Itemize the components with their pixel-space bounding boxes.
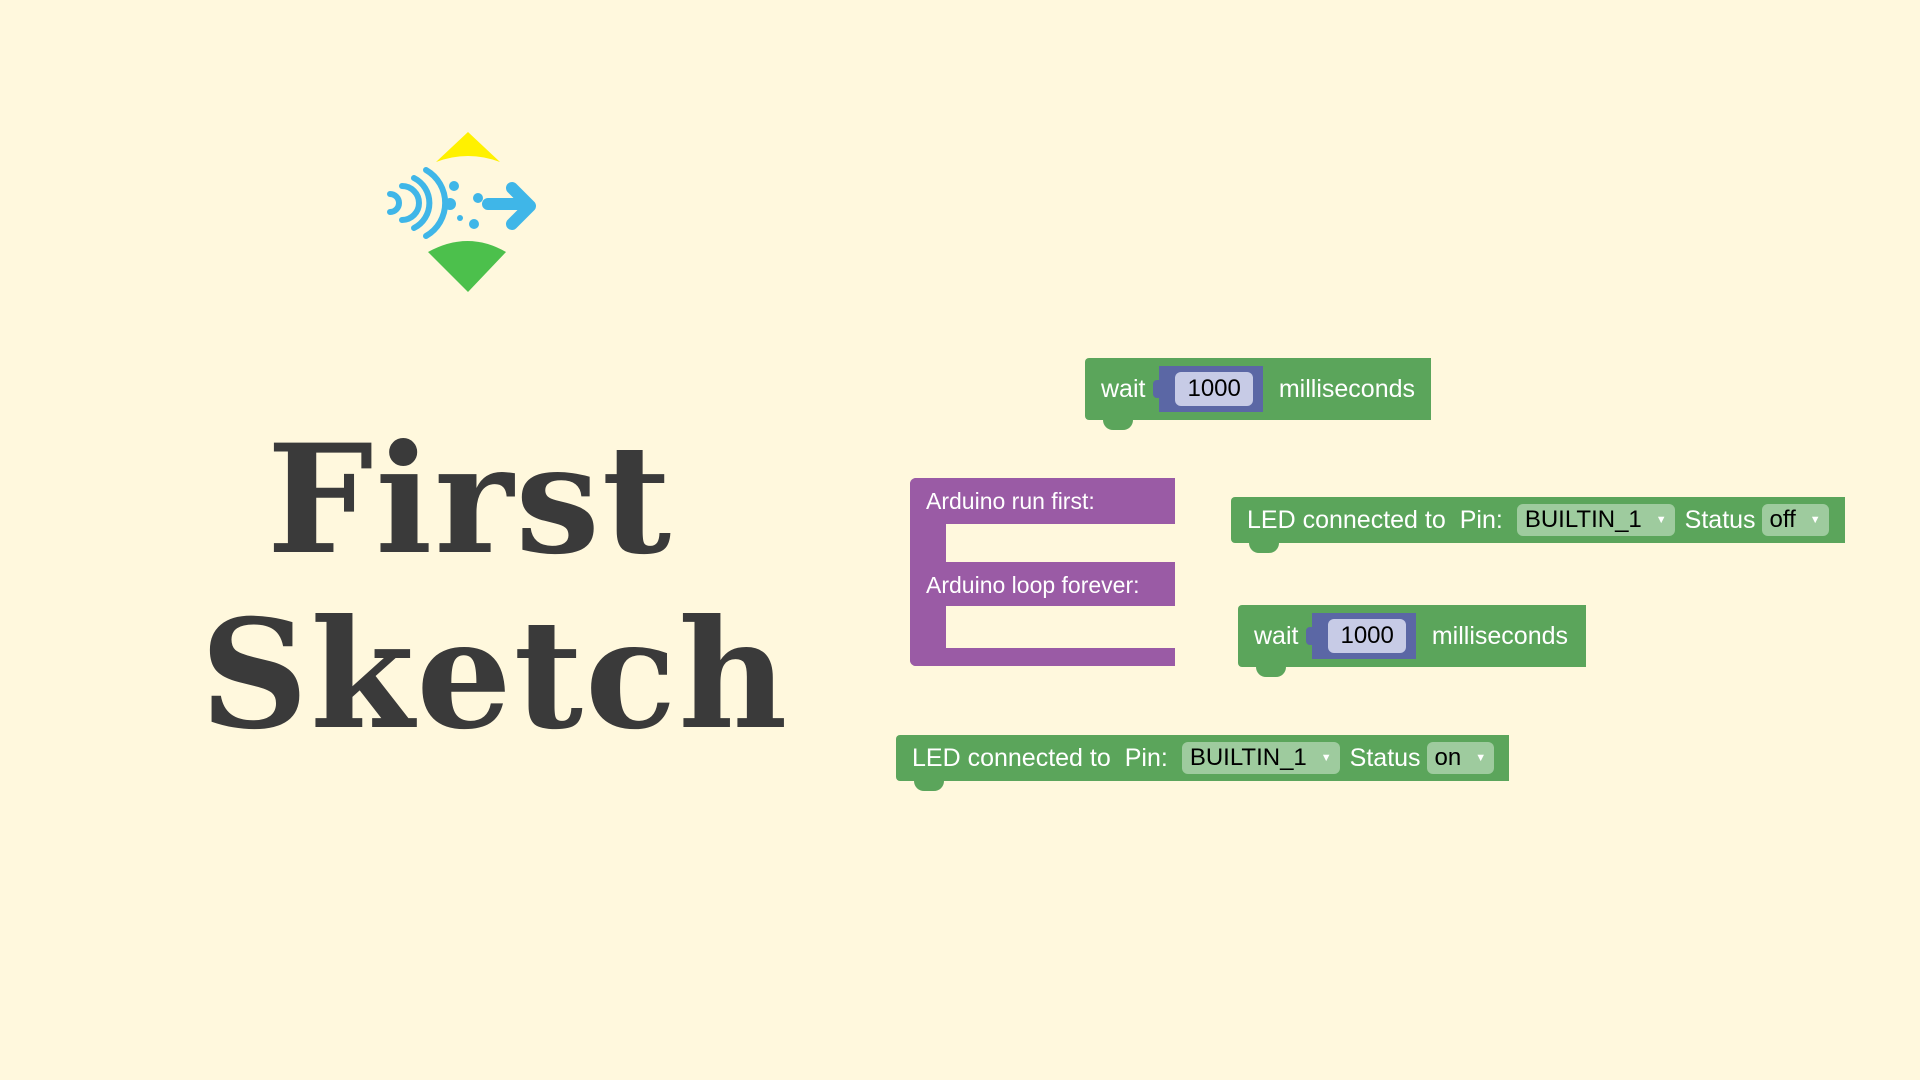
wait-unit-label: milliseconds — [1278, 374, 1416, 403]
pin-label: Pin: — [1459, 505, 1503, 534]
pin-dropdown[interactable]: BUILTIN_1 ▼ — [1516, 504, 1675, 536]
status-dropdown[interactable]: on ▼ — [1426, 742, 1495, 774]
wait-block-1[interactable]: wait 1000 milliseconds — [1085, 358, 1431, 430]
number-block[interactable]: 1000 — [1306, 613, 1416, 659]
loop-label: Arduino loop forever: — [926, 572, 1140, 598]
wait-ms-input[interactable]: 1000 — [1328, 619, 1406, 653]
wait-unit-label: milliseconds — [1431, 621, 1569, 650]
page-title-line1: First — [266, 412, 674, 588]
setup-label: Arduino run first: — [926, 488, 1095, 514]
logo-icon — [387, 132, 536, 292]
pin-dropdown-value: BUILTIN_1 — [1524, 506, 1642, 533]
dropdown-arrow-icon: ▼ — [1809, 514, 1821, 526]
pin-dropdown-value: BUILTIN_1 — [1189, 744, 1307, 771]
dropdown-arrow-icon: ▼ — [1320, 752, 1332, 764]
dropdown-arrow-icon: ▼ — [1655, 514, 1667, 526]
pin-dropdown[interactable]: BUILTIN_1 ▼ — [1181, 742, 1340, 774]
led-label: LED connected to — [1247, 505, 1446, 534]
status-dropdown[interactable]: off ▼ — [1761, 504, 1829, 536]
dropdown-arrow-icon: ▼ — [1475, 752, 1487, 764]
status-label: Status — [1349, 743, 1421, 772]
logo-arrow — [482, 182, 536, 230]
number-block[interactable]: 1000 — [1153, 366, 1263, 412]
page-title-line2: Sketch — [200, 587, 790, 763]
led-block-off[interactable]: LED connected to Pin: BUILTIN_1 ▼ Status… — [1231, 497, 1845, 553]
status-dropdown-value: off — [1769, 506, 1796, 533]
wait-label: wait — [1101, 374, 1146, 403]
led-label: LED connected to — [912, 743, 1111, 772]
status-label: Status — [1684, 505, 1756, 534]
wait-block-2[interactable]: wait 1000 milliseconds — [1238, 605, 1586, 677]
wait-label: wait — [1254, 621, 1299, 650]
arduino-program-block[interactable]: Arduino run first: Arduino loop forever: — [910, 478, 1175, 666]
status-dropdown-value: on — [1434, 744, 1462, 771]
led-block-on[interactable]: LED connected to Pin: BUILTIN_1 ▼ Status… — [896, 735, 1509, 791]
wait-ms-input[interactable]: 1000 — [1175, 372, 1253, 406]
logo-bottom-wedge — [428, 241, 506, 292]
logo-top-wedge — [436, 132, 500, 162]
pin-label: Pin: — [1124, 743, 1168, 772]
